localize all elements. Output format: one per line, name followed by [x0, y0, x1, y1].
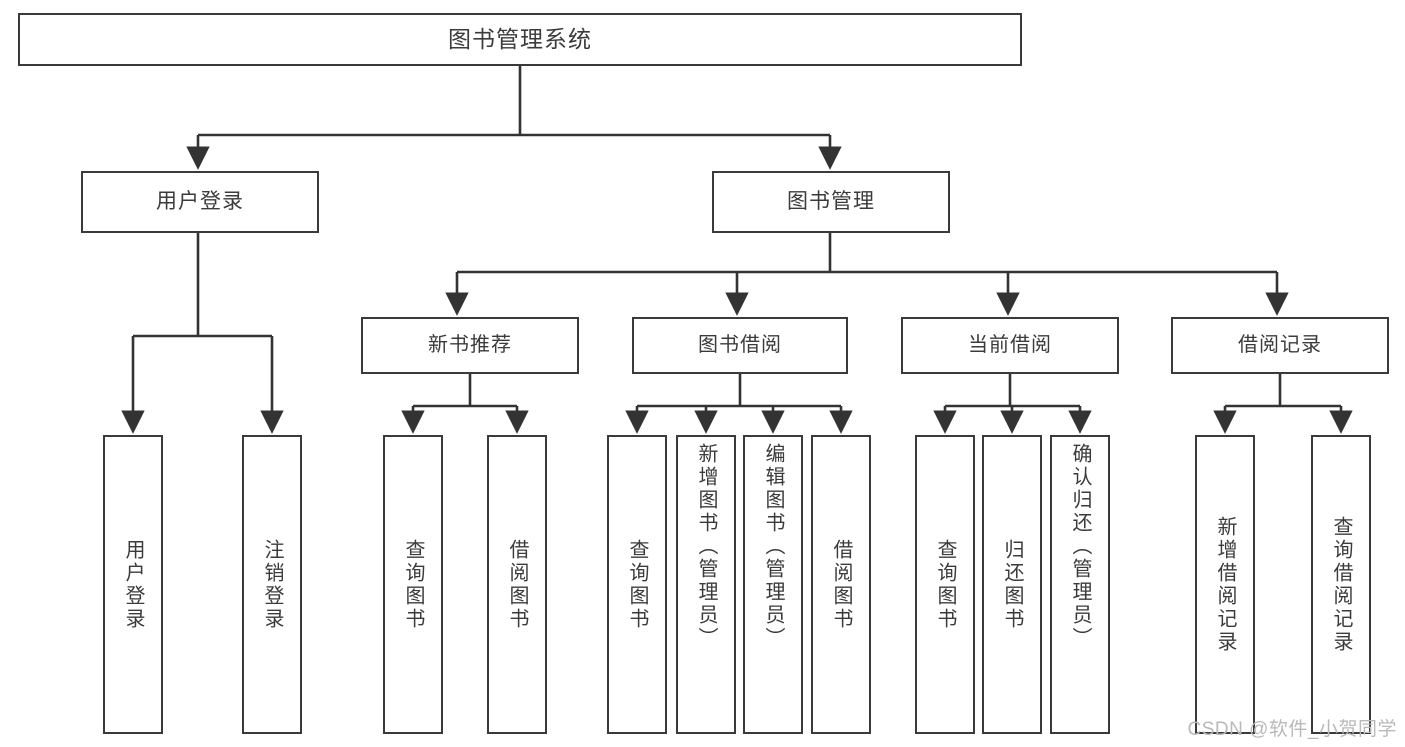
node-leaf-logout[interactable]: 注销登录: [242, 435, 302, 734]
node-leaf-query-record[interactable]: 查询借阅记录: [1311, 435, 1371, 734]
node-leaf-query-book-1[interactable]: 查询图书: [383, 435, 443, 734]
node-leaf-add-book-label: 新增图书（管理员）: [695, 443, 717, 650]
node-new-book-rec-label: 新书推荐: [428, 333, 512, 356]
node-book-manage-label: 图书管理: [787, 189, 875, 213]
node-leaf-borrow-book-1[interactable]: 借阅图书: [487, 435, 547, 734]
node-leaf-borrow-book-2[interactable]: 借阅图书: [811, 435, 871, 734]
node-current-borrow[interactable]: 当前借阅: [901, 317, 1119, 374]
node-leaf-edit-book[interactable]: 编辑图书（管理员）: [743, 435, 803, 734]
node-leaf-query-book-3-label: 查询图书: [934, 538, 956, 631]
node-leaf-add-record[interactable]: 新增借阅记录: [1195, 435, 1255, 734]
watermark: CSDN @软件_小贺同学: [1187, 719, 1397, 740]
node-leaf-borrow-book-1-label: 借阅图书: [506, 538, 528, 631]
node-leaf-query-book-2[interactable]: 查询图书: [607, 435, 667, 734]
node-borrow-record[interactable]: 借阅记录: [1171, 317, 1389, 374]
node-leaf-query-record-label: 查询借阅记录: [1330, 515, 1352, 654]
node-user-login-label: 用户登录: [156, 189, 244, 213]
node-leaf-logout-label: 注销登录: [261, 538, 283, 631]
node-leaf-edit-book-label: 编辑图书（管理员）: [762, 443, 784, 650]
node-book-borrow-label: 图书借阅: [698, 333, 782, 356]
node-new-book-rec[interactable]: 新书推荐: [361, 317, 579, 374]
node-leaf-confirm-return[interactable]: 确认归还（管理员）: [1050, 435, 1110, 734]
node-leaf-borrow-book-2-label: 借阅图书: [830, 538, 852, 631]
node-borrow-record-label: 借阅记录: [1238, 333, 1322, 356]
node-root[interactable]: 图书管理系统: [18, 13, 1022, 66]
node-leaf-query-book-2-label: 查询图书: [626, 538, 648, 631]
node-leaf-return-book[interactable]: 归还图书: [982, 435, 1042, 734]
node-current-borrow-label: 当前借阅: [968, 333, 1052, 356]
node-leaf-add-book[interactable]: 新增图书（管理员）: [676, 435, 736, 734]
node-leaf-query-book-3[interactable]: 查询图书: [915, 435, 975, 734]
node-leaf-add-record-label: 新增借阅记录: [1214, 515, 1236, 654]
node-leaf-user-login-label: 用户登录: [122, 538, 144, 631]
node-leaf-query-book-1-label: 查询图书: [402, 538, 424, 631]
node-leaf-user-login[interactable]: 用户登录: [103, 435, 163, 734]
node-leaf-return-book-label: 归还图书: [1001, 538, 1023, 631]
node-leaf-confirm-return-label: 确认归还（管理员）: [1069, 443, 1091, 650]
node-book-borrow[interactable]: 图书借阅: [632, 317, 848, 374]
node-book-manage[interactable]: 图书管理: [712, 171, 950, 233]
node-user-login[interactable]: 用户登录: [81, 171, 319, 233]
node-root-label: 图书管理系统: [448, 25, 592, 52]
